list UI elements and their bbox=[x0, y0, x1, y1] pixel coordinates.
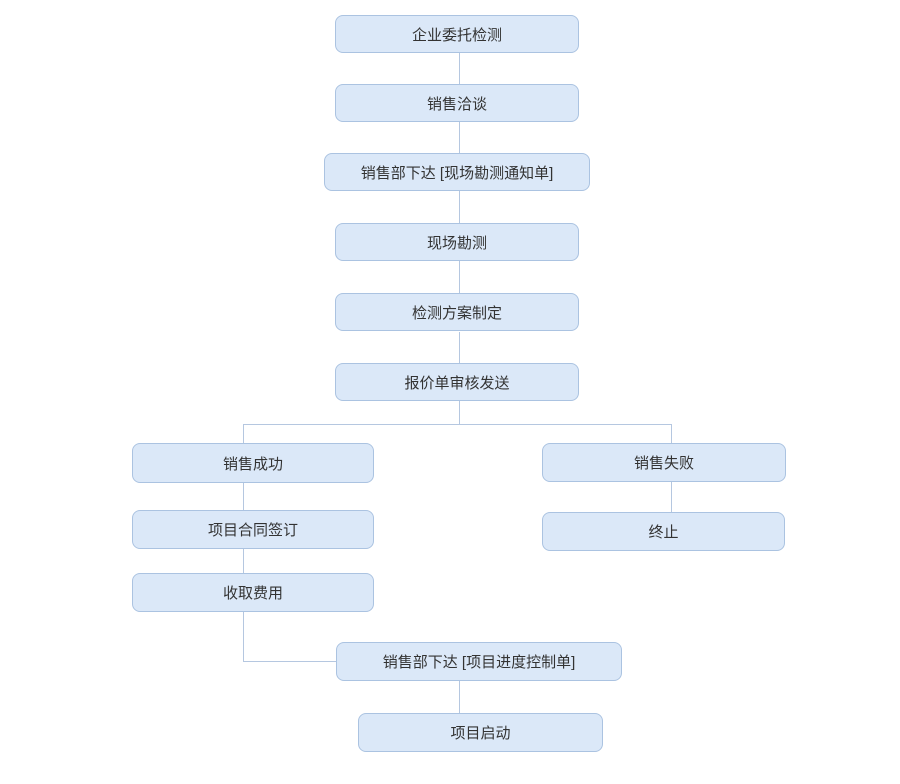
node-site-survey: 现场勘测 bbox=[335, 223, 579, 261]
node-sales-success: 销售成功 bbox=[132, 443, 374, 483]
edge-branch-rail bbox=[243, 424, 672, 443]
edge-collect-fees-to-progress-control bbox=[243, 612, 336, 662]
node-project-contract-signing: 项目合同签订 bbox=[132, 510, 374, 549]
node-sales-failure: 销售失败 bbox=[542, 443, 786, 482]
node-enterprise-commission-testing: 企业委托检测 bbox=[335, 15, 579, 53]
node-testing-plan-formulation: 检测方案制定 bbox=[335, 293, 579, 331]
node-quotation-review-send: 报价单审核发送 bbox=[335, 363, 579, 401]
node-collect-fees: 收取费用 bbox=[132, 573, 374, 612]
node-sales-negotiation: 销售洽谈 bbox=[335, 84, 579, 122]
node-terminate: 终止 bbox=[542, 512, 785, 551]
node-project-launch: 项目启动 bbox=[358, 713, 603, 752]
node-sales-dept-issue-survey-notice: 销售部下达 [现场勘测通知单] bbox=[324, 153, 590, 191]
node-sales-dept-issue-progress-control: 销售部下达 [项目进度控制单] bbox=[336, 642, 622, 681]
